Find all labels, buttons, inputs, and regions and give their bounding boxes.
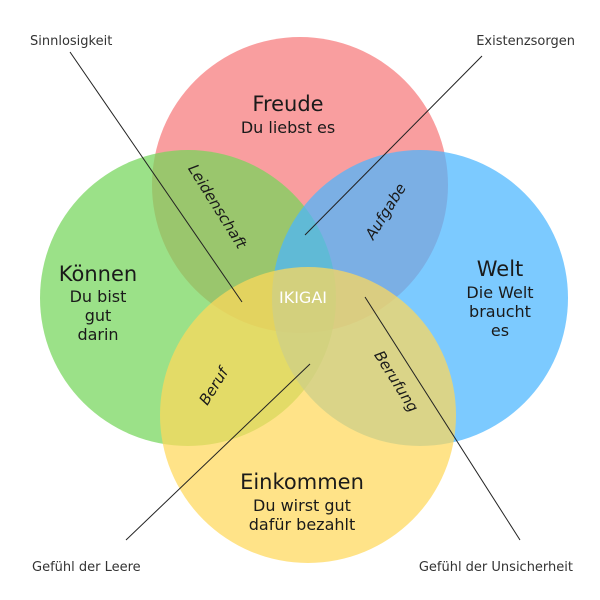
welt-line-2: braucht (469, 302, 531, 321)
freude-title: Freude (252, 92, 323, 116)
circle-einkommen (160, 267, 456, 563)
pointer-line-gefuehl-der-unsicherheit (364, 296, 521, 541)
koennen-title: Können (59, 262, 137, 286)
corner-label-bottom-left: Gefühl der Leere (32, 560, 141, 575)
koennen-line-3: darin (77, 325, 118, 344)
pointer-line-sinnlosigkeit (69, 51, 243, 303)
welt-title: Welt (477, 257, 524, 281)
koennen-line-1: Du bist (70, 287, 127, 306)
corner-label-top-left: Sinnlosigkeit (30, 34, 112, 49)
einkommen-line-1: Du wirst gut (253, 496, 351, 515)
koennen-line-2: gut (85, 306, 112, 325)
freude-subtitle: Du liebst es (241, 118, 335, 137)
corner-label-bottom-right: Gefühl der Unsicherheit (419, 560, 573, 575)
einkommen-line-2: dafür bezahlt (249, 515, 355, 534)
welt-line-3: es (491, 321, 509, 340)
einkommen-title: Einkommen (240, 470, 364, 494)
welt-line-1: Die Welt (466, 283, 533, 302)
pointer-line-existenzsorgen (304, 55, 483, 236)
corner-label-top-right: Existenzsorgen (476, 34, 575, 49)
center-label-ikigai: IKIGAI (279, 288, 327, 307)
pointer-line-gefuehl-der-leere (125, 363, 311, 541)
